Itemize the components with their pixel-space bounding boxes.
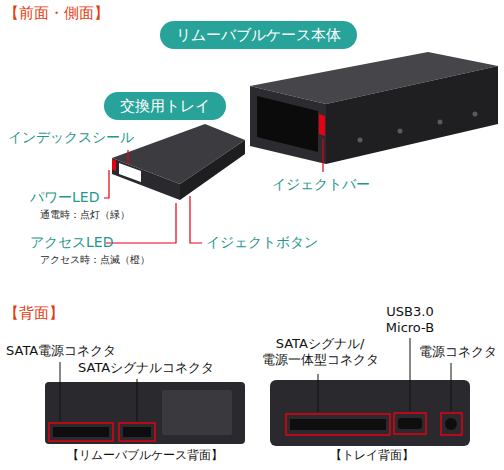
- usb-port: [398, 418, 422, 429]
- sata-signal-port: [123, 427, 151, 437]
- leader-line: [318, 374, 319, 412]
- leader-line: [451, 363, 452, 411]
- case-opening: [257, 96, 318, 152]
- view-caption: 【リムーバブルケース背面】: [67, 448, 223, 462]
- part-label: イジェクトボタン: [206, 234, 318, 251]
- pill-text: 交換用トレイ: [120, 97, 210, 115]
- section-heading: 【背面】: [4, 304, 64, 322]
- highlight-box: [49, 423, 113, 441]
- screw-hole: [438, 120, 443, 125]
- part-label: パワーLED: [30, 189, 99, 206]
- connector-label: SATAシグナルコネクタ: [78, 360, 214, 376]
- part-label: アクセスLED: [30, 234, 113, 251]
- sata-combo-port: [290, 419, 386, 430]
- sata-power-port: [53, 427, 109, 437]
- screw-hole: [358, 138, 363, 143]
- led-mark: [112, 159, 116, 171]
- screw-hole: [398, 129, 403, 134]
- index-seal: [119, 163, 141, 182]
- case-front: [250, 86, 326, 164]
- section-heading: 【前面・側面】: [4, 4, 109, 22]
- leader-line: [137, 379, 138, 421]
- part-label: イジェクトバー: [272, 176, 370, 193]
- connector-label: SATA電源コネクタ: [6, 343, 116, 359]
- connector-label: 電源コネクタ: [419, 344, 497, 360]
- connector-label: SATAシグナル/ 電源一体型コネクタ: [258, 336, 382, 367]
- rear-panel: [162, 390, 232, 435]
- dc-jack: [445, 418, 457, 430]
- leader-line: [410, 338, 411, 411]
- leader-line: [60, 362, 61, 421]
- note-text: 通電時：点灯（緑）: [40, 209, 130, 221]
- highlight-box: [119, 423, 155, 441]
- view-caption: 【トレイ背面】: [330, 448, 414, 462]
- leader-line: [104, 170, 109, 198]
- title-pill: 交換用トレイ: [104, 92, 226, 120]
- leader-line: [190, 196, 202, 243]
- tray-front: [112, 158, 180, 200]
- tray-rear: [270, 380, 470, 446]
- note-text: アクセス時：点滅（橙）: [40, 254, 150, 266]
- title-pill: リムーバブルケース本体: [160, 21, 357, 49]
- case-side: [326, 66, 498, 164]
- pill-text: リムーバブルケース本体: [176, 26, 341, 44]
- connector-label: USB3.0 Micro-B: [381, 304, 439, 335]
- highlight-box: [286, 414, 390, 435]
- highlight-box: [394, 413, 426, 434]
- case-rear: [45, 382, 245, 444]
- screw-hole: [473, 112, 478, 117]
- eject-bar-mark: [319, 114, 325, 136]
- tray-side: [180, 140, 245, 200]
- part-label: インデックスシール: [8, 129, 134, 146]
- leader-line: [322, 139, 323, 172]
- leader-line: [127, 150, 128, 164]
- highlight-box: [441, 413, 462, 435]
